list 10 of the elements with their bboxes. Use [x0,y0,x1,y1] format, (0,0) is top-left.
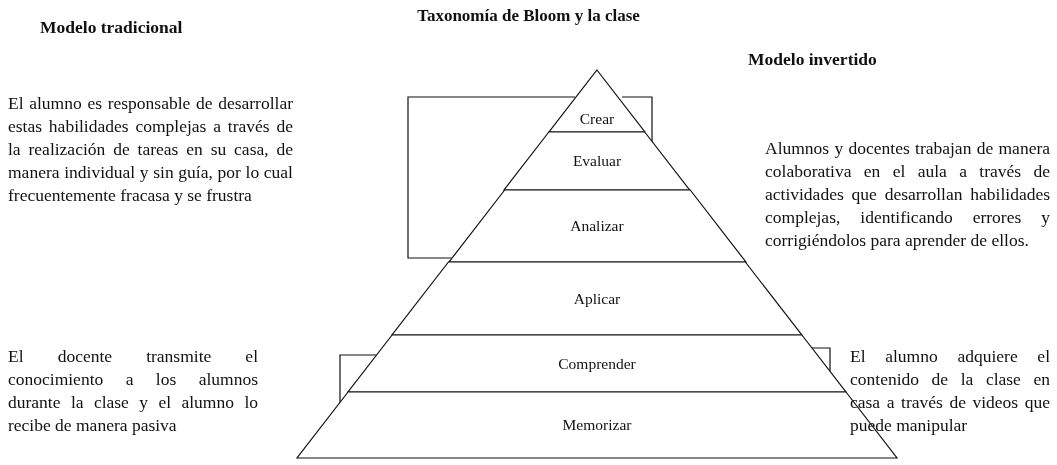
level-label: Memorizar [562,416,632,433]
level-label: Aplicar [573,289,621,307]
level-label: Analizar [570,217,624,234]
level-label: Comprender [558,354,636,372]
column-heading: Modelo invertido [748,48,878,71]
description-paragraph: El docente transmite el conocimiento a los alumnos durante la clase y el alumno lo recibe de manera pasiva [8,345,258,437]
level-label: Evaluar [572,152,622,169]
description-paragraph: El alumno es responsable de desarrollar estas habilidades complejas a través de la realización de tareas en su casa, de manera individual y sin guía, por lo cual frecuentemente fracasa y se frustra [8,92,293,207]
column-heading: Modelo tradicional [40,16,184,39]
description-paragraph: Alumnos y docentes trabajan de manera colaborativa en el aula a través de actividades que desarrollan habilidades complejas, identificando errores y corrigiéndolos para aprender de ellos. [765,137,1050,252]
